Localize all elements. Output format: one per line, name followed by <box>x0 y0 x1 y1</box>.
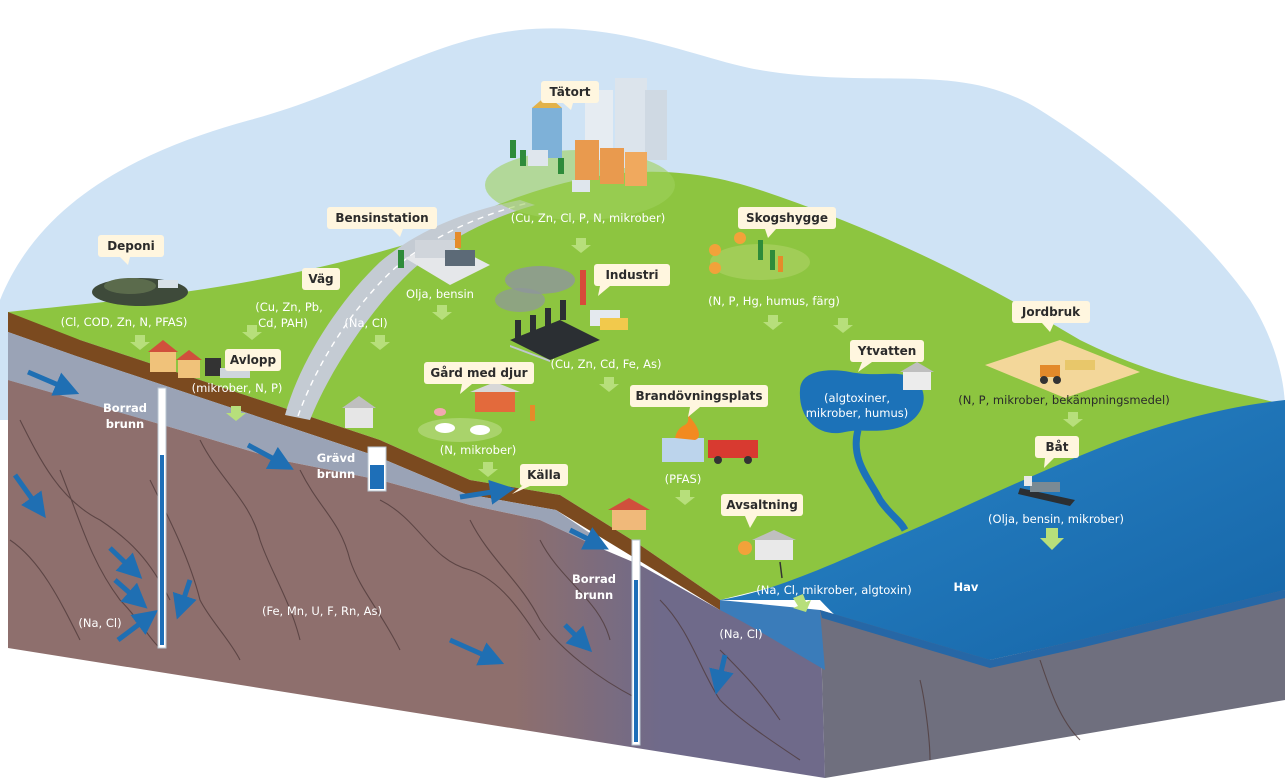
label-skogshygge: Skogshygge <box>738 207 836 238</box>
sea-surface <box>720 400 1285 664</box>
caption-vag-line1: (Cu, Zn, Pb, <box>255 300 322 314</box>
groundwater-flow-arrows <box>12 369 734 695</box>
svg-text:Källa: Källa <box>527 468 561 482</box>
surface-water-stream <box>852 429 909 532</box>
caption-gravd-brunn-line2: brunn <box>317 467 355 481</box>
svg-text:Brandövningsplats: Brandövningsplats <box>636 389 763 403</box>
caption-brand: (PFAS) <box>665 472 702 486</box>
svg-text:Väg: Väg <box>308 272 333 286</box>
sea-front-face <box>720 600 825 670</box>
caption-tatort: (Cu, Zn, Cl, P, N, mikrober) <box>511 211 665 225</box>
svg-text:Båt: Båt <box>1046 440 1069 454</box>
label-gard-med-djur: Gård med djur <box>424 362 534 394</box>
caption-borrad-brunn-right-line1: Borrad <box>572 572 616 586</box>
svg-text:Jordbruk: Jordbruk <box>1021 305 1081 319</box>
sea-side-face <box>820 590 1285 668</box>
house-illustration <box>342 396 376 428</box>
caption-vag-line2: Cd, PAH) <box>258 316 308 330</box>
svg-text:Industri: Industri <box>605 268 658 282</box>
label-kalla: Källa <box>512 464 568 494</box>
caption-borrad-brunn-right-line2: brunn <box>575 588 613 602</box>
caption-avlopp: (mikrober, N, P) <box>192 381 283 395</box>
caption-nacl-left: (Na, Cl) <box>78 616 121 630</box>
infiltration-arrows <box>130 238 1083 612</box>
boat-illustration <box>1018 476 1075 506</box>
spring-house-illustration <box>608 498 650 530</box>
svg-text:Avlopp: Avlopp <box>230 353 277 367</box>
label-bensinstation: Bensinstation <box>327 207 437 237</box>
label-brandovningsplats: Brandövningsplats <box>630 385 768 417</box>
caption-gard: (N, mikrober) <box>440 443 517 457</box>
caption-gravd-brunn-line1: Grävd <box>317 451 356 465</box>
svg-text:Gård med djur: Gård med djur <box>430 366 527 380</box>
caption-bedrock: (Fe, Mn, U, F, Rn, As) <box>262 604 382 618</box>
soil-layer <box>8 312 720 610</box>
caption-borrad-brunn-left-line1: Borrad <box>103 401 147 415</box>
sewage-houses-illustration <box>148 340 250 378</box>
desalination-house-illustration <box>738 530 796 579</box>
well-dug <box>367 446 387 492</box>
gas-station-illustration <box>398 232 490 285</box>
surface-water-lake <box>799 370 924 434</box>
caption-jordbruk: (N, P, mikrober, bekämpningsmedel) <box>958 393 1169 407</box>
caption-industri: (Cu, Zn, Cd, Fe, As) <box>551 357 662 371</box>
label-vag: Väg <box>302 268 340 290</box>
clear-cut-illustration <box>709 232 810 280</box>
caption-deponi: (Cl, COD, Zn, N, PFAS) <box>61 315 188 329</box>
agriculture-illustration <box>985 340 1140 398</box>
label-bat: Båt <box>1035 436 1079 468</box>
fire-training-illustration <box>662 415 758 464</box>
label-avlopp: Avlopp <box>225 349 281 371</box>
caption-hav: Hav <box>954 580 979 594</box>
caption-skogshygge: (N, P, Hg, humus, färg) <box>708 294 840 308</box>
caption-bat: (Olja, bensin, mikrober) <box>988 512 1124 526</box>
bedrock-front <box>8 380 825 778</box>
farm-illustration <box>418 382 535 442</box>
surface-water-house-illustration <box>900 362 934 390</box>
svg-text:Bensinstation: Bensinstation <box>335 211 428 225</box>
sea-depth-face <box>720 590 1285 778</box>
svg-text:Skogshygge: Skogshygge <box>746 211 828 225</box>
caption-bensinstation: Olja, bensin <box>406 287 474 301</box>
label-jordbruk: Jordbruk <box>1012 301 1090 332</box>
svg-text:Avsaltning: Avsaltning <box>726 498 798 512</box>
label-avsaltning: Avsaltning <box>721 494 803 528</box>
industry-illustration <box>495 266 628 362</box>
well-drilled-left <box>157 387 167 649</box>
svg-text:Tätort: Tätort <box>550 85 591 99</box>
caption-borrad-brunn-left-line2: brunn <box>106 417 144 431</box>
caption-avsaltning: (Na, Cl, mikrober, algtoxin) <box>756 583 911 597</box>
label-deponi: Deponi <box>98 235 164 265</box>
road-centerline <box>297 202 529 417</box>
svg-text:Ytvatten: Ytvatten <box>857 344 917 358</box>
groundwater-zone <box>8 332 600 548</box>
caption-nacl-right: (Na, Cl) <box>719 627 762 641</box>
caption-vag-line3: (Na, Cl) <box>344 316 387 330</box>
label-industri: Industri <box>594 264 670 296</box>
landfill-illustration <box>92 278 188 306</box>
well-drilled-right <box>631 539 641 746</box>
road <box>285 200 535 420</box>
label-ytvatten: Ytvatten <box>850 340 924 372</box>
caption-ytvatten-line2: mikrober, humus) <box>806 406 909 420</box>
label-tatort: Tätort <box>541 81 599 110</box>
caption-ytvatten-line1: (algtoxiner, <box>824 391 890 405</box>
svg-text:Deponi: Deponi <box>107 239 155 253</box>
